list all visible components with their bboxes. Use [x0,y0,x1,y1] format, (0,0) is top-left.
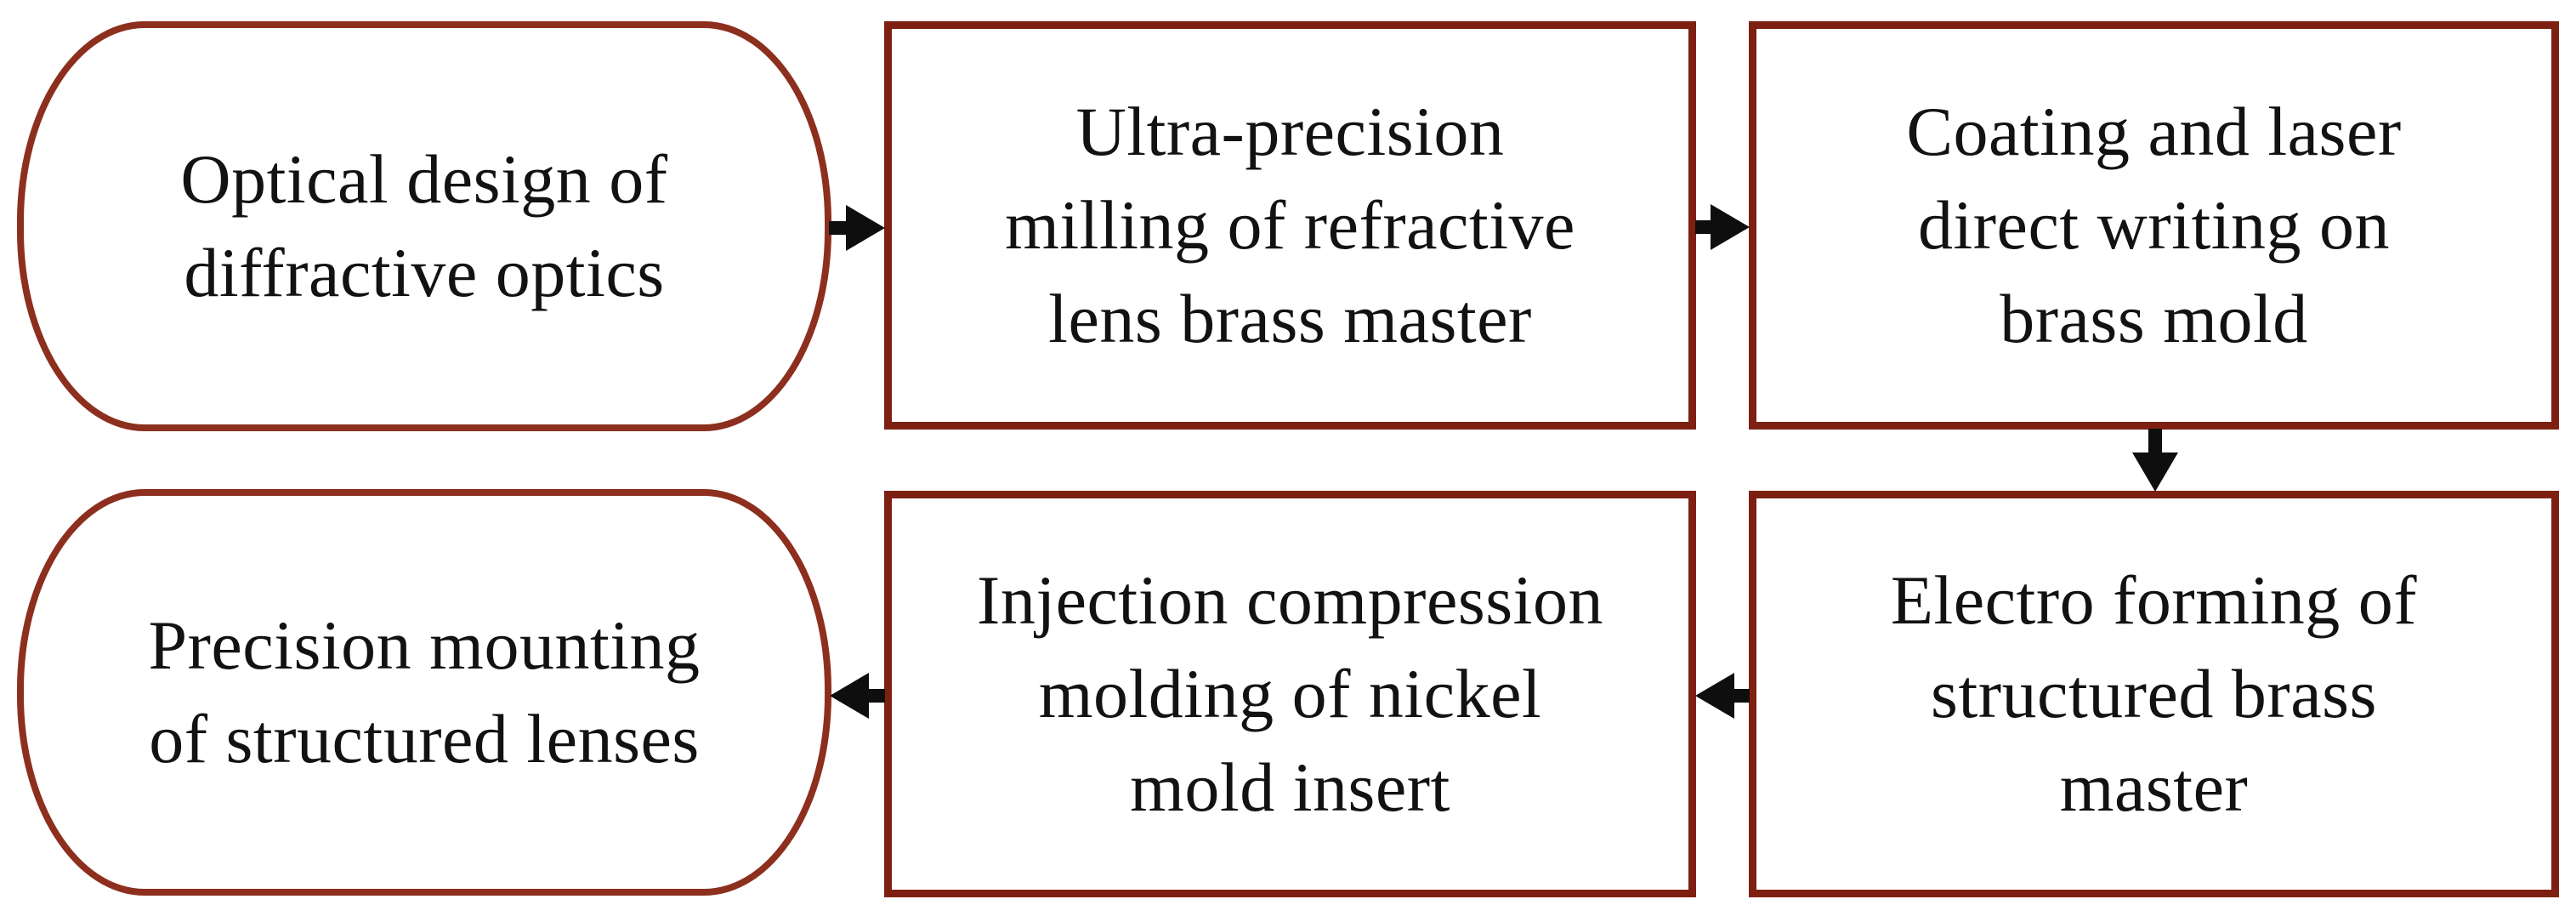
arrow-right-optical-to-milling [829,205,885,251]
arrow-down-coating-to-electro [2132,429,2178,492]
node-text-line: Precision mounting [148,606,701,684]
arrow-head-down-icon [2132,452,2178,492]
node-text-line: lens brass master [1048,280,1532,357]
node-electro-forming: Electro forming of structured brass mast… [1749,491,2559,897]
node-text-line: Electro forming of [1890,561,2418,639]
arrow-shaft [829,221,846,235]
arrow-head-right-icon [1711,204,1750,250]
arrow-shaft [869,689,885,703]
node-text-line: master [2059,748,2249,826]
node-coating-laser-writing: Coating and laser direct writing on bras… [1749,21,2559,430]
node-injection-molding: Injection compression molding of nickel … [884,491,1696,897]
node-text-line: mold insert [1130,748,1450,826]
arrow-shaft [2148,429,2162,452]
node-text-line: direct writing on [1917,186,2391,264]
node-text-line: Coating and laser [1906,93,2402,170]
arrow-left-electro-to-injection [1695,673,1750,719]
arrow-head-left-icon [830,673,869,719]
node-text-line: diffractive optics [184,234,665,311]
node-text-line: Injection compression [977,561,1603,639]
arrow-shaft [1734,689,1750,703]
node-ultra-precision-milling: Ultra-precision milling of refractive le… [884,21,1696,430]
arrow-head-right-icon [846,205,885,251]
node-text-line: structured brass [1931,655,2377,732]
node-text-line: Ultra-precision [1075,93,1505,170]
arrow-right-milling-to-coating [1695,204,1750,250]
node-text-line: brass mold [2000,280,2308,357]
node-text-line: Optical design of [180,140,668,218]
node-text-line: milling of refractive [1005,186,1575,264]
node-precision-mounting: Precision mounting of structured lenses [17,489,831,896]
node-text-line: of structured lenses [149,700,700,777]
arrow-head-left-icon [1695,673,1734,719]
node-optical-design: Optical design of diffractive optics [17,21,831,431]
arrow-shaft [1695,220,1711,234]
node-text-line: molding of nickel [1038,655,1542,732]
arrow-left-injection-to-mounting [830,673,885,719]
